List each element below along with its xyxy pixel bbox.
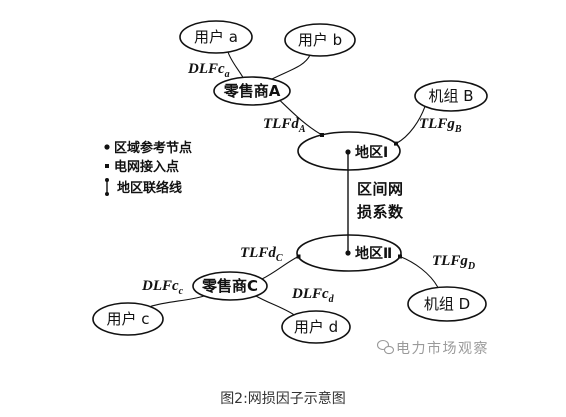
access-point-icon xyxy=(105,164,109,168)
node-generator-b: 机组 B xyxy=(414,80,488,112)
node-user-d: 用户 d xyxy=(281,310,351,344)
legend-item-access-point: 电网接入点 xyxy=(105,159,179,175)
access-point-markers xyxy=(296,133,402,259)
node-region-2-label: 地区Ⅱ xyxy=(355,245,392,262)
factor-base: DLFc xyxy=(291,286,329,302)
factor-base: TLFg xyxy=(419,116,455,132)
factor-subscript: B xyxy=(454,124,462,135)
node-user-b-ellipse xyxy=(284,23,356,57)
tie-line-icon-end-bottom xyxy=(105,192,109,196)
node-user-a-ellipse xyxy=(179,20,253,54)
node-generator-d: 机组 D xyxy=(407,286,487,322)
legend: 区域参考节点 电网接入点 地区联络线 xyxy=(104,140,192,196)
loss-factor-labels: DLFca TLFdA TLFgB TLFdC TLFgD DLFcc DLFc… xyxy=(141,61,475,305)
node-user-a-label: 用户 a xyxy=(194,28,238,46)
tie-line-icon xyxy=(105,178,109,196)
factor-label-tlfd-a: TLFdA xyxy=(263,116,306,135)
tie-line-icon-end-top xyxy=(105,178,109,182)
edge-region-2-retailer-c xyxy=(261,255,300,280)
factor-label-tlfd-c: TLFdC xyxy=(240,245,283,264)
factor-subscript: C xyxy=(276,253,283,264)
node-user-d-label: 用户 d xyxy=(294,318,338,336)
factor-label-dlfc-c: DLFcc xyxy=(141,278,184,297)
legend-item-reference-node: 区域参考节点 xyxy=(104,140,192,156)
edge-retailer-c-user-c xyxy=(149,295,205,308)
legend-label-access-point: 电网接入点 xyxy=(114,159,179,175)
access-point-marker xyxy=(398,254,402,259)
node-retailer-c: 零售商C xyxy=(192,271,268,301)
factor-base: TLFd xyxy=(263,116,299,132)
factor-label-dlfc-a: DLFca xyxy=(187,61,230,80)
factor-label-tlfg-b: TLFgB xyxy=(419,116,462,135)
factor-subscript: D xyxy=(467,261,475,272)
factor-base: TLFg xyxy=(432,253,468,269)
factor-subscript: A xyxy=(298,124,306,135)
inter-region-loss-line-2: 损系数 xyxy=(357,203,404,221)
node-retailer-a: 零售商A xyxy=(213,76,291,106)
inter-region-loss-label: 区间网 损系数 xyxy=(357,180,404,221)
node-retailer-c-ellipse xyxy=(192,271,268,301)
reference-node-icon xyxy=(104,144,110,150)
node-generator-b-ellipse xyxy=(414,80,488,112)
figure-caption: 图2:网损因子示意图 xyxy=(220,390,346,407)
wechat-icon-bubble-small xyxy=(383,345,395,355)
access-point-marker xyxy=(394,141,398,146)
factor-base: TLFd xyxy=(240,245,276,261)
legend-label-tie-line: 地区联络线 xyxy=(117,180,182,196)
watermark: 电力市场观察 xyxy=(376,339,489,357)
node-user-c-ellipse xyxy=(92,302,164,336)
node-user-c-label: 用户 c xyxy=(106,310,149,328)
access-point-marker xyxy=(320,133,324,137)
edge-user-b-retailer-a xyxy=(271,54,311,80)
node-user-c: 用户 c xyxy=(92,302,164,336)
inter-region-loss-line-1: 区间网 xyxy=(357,180,404,198)
factor-base: DLFc xyxy=(187,61,225,77)
watermark-text: 电力市场观察 xyxy=(396,340,489,357)
connection-lines xyxy=(149,51,439,316)
factor-subscript: d xyxy=(329,294,335,305)
legend-item-tie-line: 地区联络线 xyxy=(105,178,182,196)
factor-subscript: a xyxy=(225,69,230,80)
node-region-1-label: 地区Ⅰ xyxy=(355,144,388,161)
factor-base: DLFc xyxy=(141,278,179,294)
legend-label-reference-node: 区域参考节点 xyxy=(114,140,192,156)
edge-retailer-c-user-d xyxy=(255,295,295,316)
node-user-a: 用户 a xyxy=(179,20,253,54)
factor-label-tlfg-d: TLFgD xyxy=(432,253,475,272)
reference-node-marker-region-1 xyxy=(345,149,351,155)
edge-generator-b-region-1 xyxy=(395,105,426,145)
node-generator-d-ellipse xyxy=(407,286,487,322)
wechat-icon xyxy=(376,339,395,355)
edge-retailer-a-region-1 xyxy=(279,99,323,136)
access-point-marker xyxy=(296,254,301,259)
factor-label-dlfc-d: DLFcd xyxy=(291,286,335,305)
node-retailer-c-label: 零售商C xyxy=(201,277,258,295)
edge-user-a-retailer-a xyxy=(227,51,244,79)
node-retailer-a-label: 零售商A xyxy=(223,82,281,100)
edge-region-2-generator-d xyxy=(399,255,439,289)
factor-subscript: c xyxy=(179,286,184,297)
node-generator-d-label: 机组 D xyxy=(424,295,470,313)
node-retailer-a-ellipse xyxy=(213,76,291,106)
node-user-b-label: 用户 b xyxy=(298,31,342,49)
node-user-b: 用户 b xyxy=(284,23,356,57)
reference-node-marker-region-2 xyxy=(345,250,351,256)
node-user-d-ellipse xyxy=(281,310,351,344)
node-generator-b-label: 机组 B xyxy=(428,87,473,105)
